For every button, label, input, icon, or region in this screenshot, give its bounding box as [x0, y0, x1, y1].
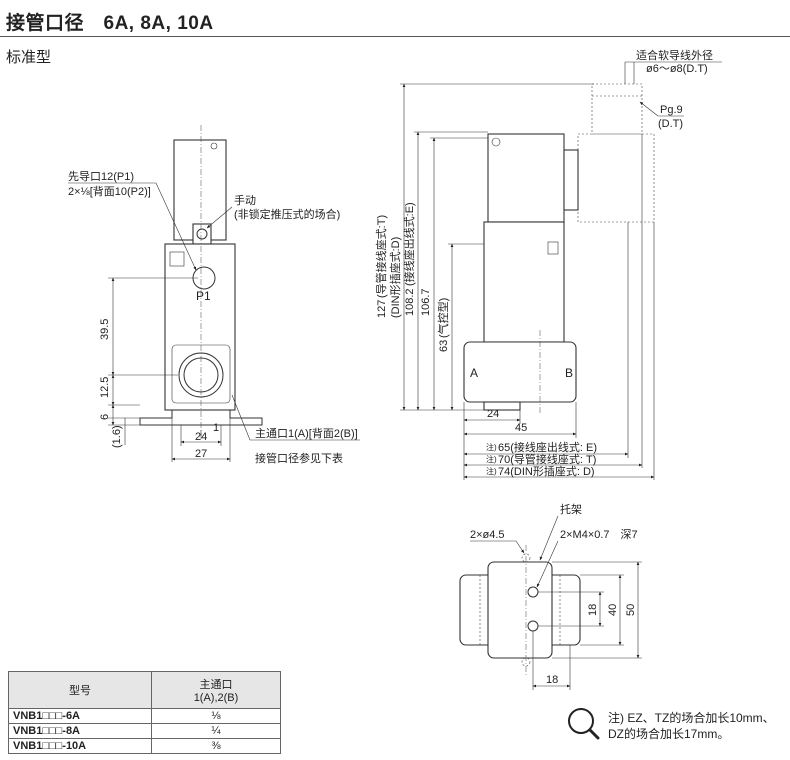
table-cell-model: VNB1□□□-8A	[8, 723, 152, 739]
table-row: VNB1□□□-8A ¼	[8, 723, 281, 739]
head-screw	[210, 142, 218, 150]
front-view: 先导口12(P1) 2×⅛[背面10(P2)] 手动 (非锁定推压式的场合) P…	[68, 125, 360, 465]
side-bracket	[483, 401, 521, 411]
pg-label: Pg.9	[660, 104, 683, 116]
cable-label: 适合软导线外径	[636, 48, 713, 62]
table-header-model: 型号	[8, 671, 152, 709]
footnote: 注) EZ、TZ的场合加长10mm、 DZ的场合加长17mm。	[566, 706, 790, 756]
dim-108-note: (DIN形插座式:D)	[388, 237, 402, 318]
bracket-body	[487, 561, 553, 659]
dim-50-label: 50	[625, 604, 637, 616]
dim-24-side-label: 24	[487, 408, 499, 420]
connector-box	[577, 133, 655, 223]
cable-gland	[591, 83, 643, 135]
main-port-sub-label: 接管口径参见下表	[255, 451, 343, 465]
mount-hole-bottom	[521, 657, 531, 667]
dim-6-label: 6	[99, 414, 111, 420]
side-valve-body	[483, 221, 565, 343]
header: 接管口径 6A, 8A, 10A	[0, 0, 790, 38]
table-row: VNB1□□□-10A ⅜	[8, 738, 281, 754]
dim-106-label: 106.7	[420, 288, 432, 316]
pg-sub-label: (D.T)	[658, 118, 683, 130]
dim-108-label: 108.2	[404, 288, 416, 316]
bracket-leader	[539, 515, 559, 561]
cable-diameter-label: ø6～ø8(D.T)	[646, 63, 708, 75]
port-size-table: 型号 主通口 1(A),2(B) VNB1□□□-6A ⅛ VNB1□□□-8A…	[8, 671, 281, 754]
manual-leader	[206, 206, 233, 229]
dim-1-6-label: (1.6)	[111, 425, 123, 448]
dim-39-5-label: 39.5	[99, 319, 111, 340]
main-port-label: 主通口1(A)[背面2(B)]	[255, 426, 358, 440]
manual-override-icon	[196, 228, 208, 240]
side-nub	[547, 241, 559, 255]
tap-label: 2×M4×0.7 深7	[560, 528, 638, 541]
table-header-row: 型号 主通口 1(A),2(B)	[8, 671, 281, 709]
table-row: VNB1□□□-6A ⅛	[8, 708, 281, 724]
valve-body	[164, 243, 236, 411]
mount-hole-top	[521, 553, 531, 563]
pg-leader	[639, 101, 659, 117]
coil-body	[487, 133, 565, 223]
main-port-leader	[231, 394, 251, 441]
pilot-leader-arrow	[155, 182, 197, 271]
dim-45-label: 45	[515, 422, 527, 434]
table-header-port-line1: 主通口	[199, 679, 233, 691]
hole-leader	[515, 540, 525, 554]
dim-74-mark: 注)	[486, 466, 497, 476]
dim-63-note: (气控型)	[436, 298, 450, 338]
footnote-line-2: DZ的场合加长17mm。	[608, 727, 730, 741]
dim-63-label: 63	[438, 340, 450, 352]
dim-24-label: 24	[195, 431, 207, 443]
tap-leader	[536, 540, 559, 588]
dim-18-h-label: 18	[546, 674, 558, 686]
pilot-head	[173, 139, 227, 241]
dim-70-label: 70(导管接线座式: T)	[498, 452, 596, 466]
dim-1-label: 1	[213, 422, 219, 434]
dim-65-label: 65(接线座出线式: E)	[498, 440, 597, 454]
footnote-text: 注) EZ、TZ的场合加长10mm、 DZ的场合加长17mm。	[608, 710, 775, 742]
footnote-line-1: 注) EZ、TZ的场合加长10mm、	[608, 711, 775, 725]
port-b-label: B	[565, 366, 573, 380]
port-a-label: A	[470, 366, 478, 380]
table-cell-size: ¼	[151, 723, 281, 739]
port-base	[463, 341, 577, 403]
table-header-port-line2: 1(A),2(B)	[193, 692, 239, 704]
dim-12-5-label: 12.5	[99, 377, 111, 398]
side-nub	[169, 251, 185, 267]
hole-label: 2×ø4.5	[470, 529, 505, 541]
pilot-port-size-label: 2×⅛[背面10(P2)]	[68, 184, 151, 198]
manual-label: 手动	[234, 193, 256, 207]
manual-note-label: (非锁定推压式的场合)	[234, 207, 340, 221]
table-header-port: 主通口 1(A),2(B)	[151, 671, 281, 709]
coil-connector	[563, 149, 579, 211]
table-cell-model: VNB1□□□-10A	[8, 738, 152, 754]
dim-74-label: 74(DIN形插座式: D)	[498, 464, 595, 478]
table-cell-size: ⅛	[151, 708, 281, 724]
dim-127-label: 127	[376, 300, 388, 318]
page-title: 接管口径 6A, 8A, 10A	[6, 13, 214, 34]
dim-65-mark: 注)	[486, 442, 497, 452]
side-view: A B 127 (导管接线座式:T) (DIN形插座式:D) 108.2 (接线…	[374, 48, 722, 480]
dim-127-note: (导管接线座式:T)	[374, 215, 388, 298]
header-rule	[0, 36, 790, 37]
dim-106-note: (接线座出线式:E)	[402, 202, 416, 286]
section-subtitle: 标准型	[6, 49, 52, 66]
magnifier-note-icon	[568, 708, 600, 740]
pilot-port-label: 先导口12(P1)	[68, 170, 134, 183]
dim-27-label: 27	[195, 448, 207, 460]
bracket-label: 托架	[560, 502, 582, 516]
dim-18-v-label: 18	[587, 604, 599, 616]
dim-70-mark: 注)	[486, 454, 497, 464]
coil-screw	[491, 137, 501, 147]
dim-40-label: 40	[607, 604, 619, 616]
port-p1-label: P1	[196, 289, 211, 303]
table-cell-size: ⅜	[151, 738, 281, 754]
bracket-view: 托架 2×ø4.5 2×M4×0.7 深7 18 40 50 18	[459, 502, 642, 690]
table-cell-model: VNB1□□□-6A	[8, 708, 152, 724]
